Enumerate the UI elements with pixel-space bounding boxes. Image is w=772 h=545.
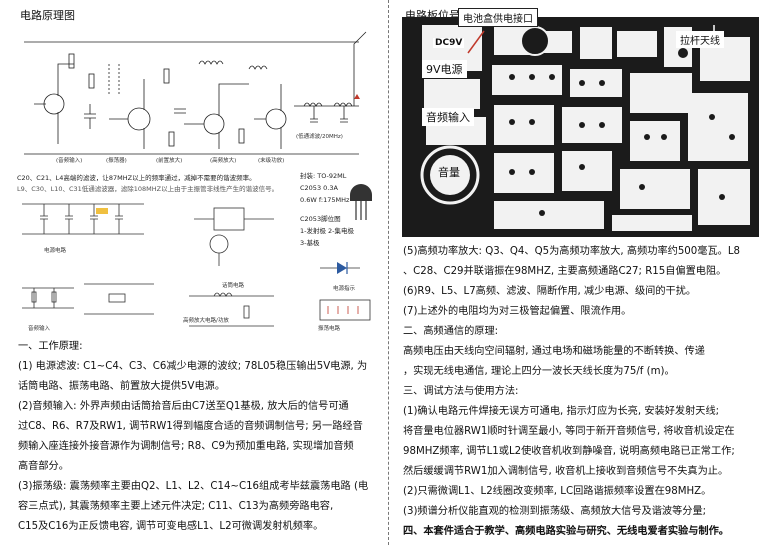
dc9v-label: DC9V <box>433 38 465 48</box>
transistor-freq: 0.6W f:175MHz <box>300 196 350 204</box>
sub-label-power: 电源电路 <box>44 248 67 254</box>
left-para-2: 话筒电路、振荡电路、前置放大提供5V电源。 <box>18 381 226 392</box>
transistor-q1 <box>43 93 65 115</box>
left-para-7: (3)振荡级: 震荡频率主要由Q2、L1、L2、C14~C16组成考毕兹震荡电路… <box>18 481 369 492</box>
section-heading-principle: 一、工作原理: <box>18 341 83 352</box>
left-para-5: 频输入座连接外接音源作为调制信号; R8、C9为预加重电路, 实现增加音频 <box>18 441 354 452</box>
left-para-1: (1) 电源滤波: C1~C4、C3、C6减少电源的波纹; 78L05稳压输出5… <box>18 361 368 372</box>
caps-note-1: C20、C21、L4高端的滤波，让87MHZ以上的频率通过，减掉不需要的谐波频率… <box>17 174 256 182</box>
right-para-4: (7)上述外的电阻均为对三极管起偏置、限流作用。 <box>403 306 632 317</box>
stage-label-3: (前置放大) <box>156 158 183 164</box>
stage-label-1: (音频输入) <box>56 158 83 164</box>
sub-label-osc: 振荡电路 <box>318 326 341 332</box>
battery-connector-label: 电池盒供电接口 <box>458 8 538 27</box>
audio-input-label: 音频输入 <box>422 108 474 126</box>
right-para-12: 然后缓缓调节RW1加入调制信号, 收音机上接收到音频信号不失真为止。 <box>403 466 729 477</box>
transistor-package-icon <box>350 184 372 220</box>
left-para-9: C15及C16为正反馈电容, 调节可变电感L1、L2可微调发射机频率。 <box>18 521 324 532</box>
sub-label-hf-amp: 高频放大电路/功放 <box>183 318 229 324</box>
right-para-11: 98MHZ频率, 调节L1或L2使收音机收到静噪音, 说明高频电路已正常工作; <box>403 446 735 457</box>
right-para-1: (5)高频功率放大: Q3、Q4、Q5为高频功率放大, 高频功率约500毫瓦。L… <box>403 246 740 257</box>
caps-note-2: L9、C30、L10、C31低通滤波器，滤除108MHZ以上由于主振管非线性产生… <box>17 185 279 193</box>
left-para-4: 过C8、R6、R7及RW1, 调节RW1得到幅度合适的音频调制信号; 另一路经音 <box>18 421 363 432</box>
right-para-5: 二、高频通信的原理: <box>403 326 499 337</box>
stage-label-6: (低通滤波/20MHz) <box>296 134 343 140</box>
right-para-2: 、C28、C29并联谐振在98MHZ, 主要高频通路C27; R15自偏置电阻。 <box>403 266 727 277</box>
oscillator-block <box>319 299 371 321</box>
pinout-base: 3-基极 <box>300 239 320 247</box>
antenna-label: 拉杆天线 <box>676 31 724 48</box>
stage-label-5: (末级功放) <box>258 158 285 164</box>
right-para-7: ，实现无线电通信, 理论上四分一波长天线长度为75/f (m)。 <box>403 366 675 377</box>
transistor-q3 <box>203 113 225 135</box>
stage-label-4: (高频放大) <box>210 158 237 164</box>
led-indicator-icon <box>320 262 360 274</box>
right-para-15: 四、本套件适合于教学、高频电路实验与研究、无线电爱者实验与制作。 <box>403 526 729 537</box>
transistor-q4 <box>265 108 287 130</box>
schematic-title: 电路原理图 <box>20 9 75 22</box>
stage-label-2: (振荡器) <box>106 158 127 164</box>
left-para-6: 高音部分。 <box>18 461 69 472</box>
right-para-10: 将音量电位器RW1顺时针调至最小, 等同于新开音频信号, 将收音机设定在 <box>403 426 735 437</box>
pinout-pins: 1-发射极 2-集电极 <box>300 227 355 235</box>
transistor-package: 封装: TO-92ML <box>300 172 347 180</box>
right-para-6: 高频电压由天线向空间辐射, 通过电场和磁场能量的不断转换、传递 <box>403 346 705 357</box>
left-para-8: 容三点式), 其震荡频率主要上述元件决定; C11、C13为高频旁路电容, <box>18 501 334 512</box>
right-para-3: (6)R9、L5、L7高频、滤波、隔断作用, 减少电源、级间的干扰。 <box>403 286 697 297</box>
transistor-info: 封装: TO-92ML C2053 0.3A 0.6W f:175MHz <box>300 170 349 206</box>
main-schematic <box>24 31 367 155</box>
transistor-q2 <box>127 107 151 131</box>
power-9v-label: 9V电源 <box>422 60 467 78</box>
right-para-14: (3)频谱分析仪能直观的检测到振荡级、高频放大信号及谐波等分量; <box>403 506 707 517</box>
right-para-8: 三、调试方法与使用方法: <box>403 386 519 397</box>
volume-label: 音量 <box>438 166 460 179</box>
sub-label-mic: 话筒电路 <box>222 283 245 289</box>
right-para-9: (1)确认电路元件焊接无误方可通电, 指示灯应为长亮, 安装好发射天线; <box>403 406 720 417</box>
pinout-title: C2053脚位图 <box>300 215 341 223</box>
left-para-3: (2)音频输入: 外界声频由话筒拾音后由C7送至Q1基极, 放大后的信号可通 <box>18 401 349 412</box>
sub-schematics <box>22 203 274 327</box>
right-para-13: (2)只需微调L1、L2线圈改变频率, LC回路谐振频率设置在98MHZ。 <box>403 486 712 497</box>
sub-label-audio: 音频输入 <box>28 326 51 332</box>
column-divider <box>388 0 389 545</box>
pinout-info: C2053脚位图 1-发射极 2-集电极 3-基极 <box>300 213 354 249</box>
transistor-rating: C2053 0.3A <box>300 184 338 192</box>
pcb-layout <box>402 17 759 237</box>
sub-label-power-indicator: 电源指示 <box>333 286 356 292</box>
